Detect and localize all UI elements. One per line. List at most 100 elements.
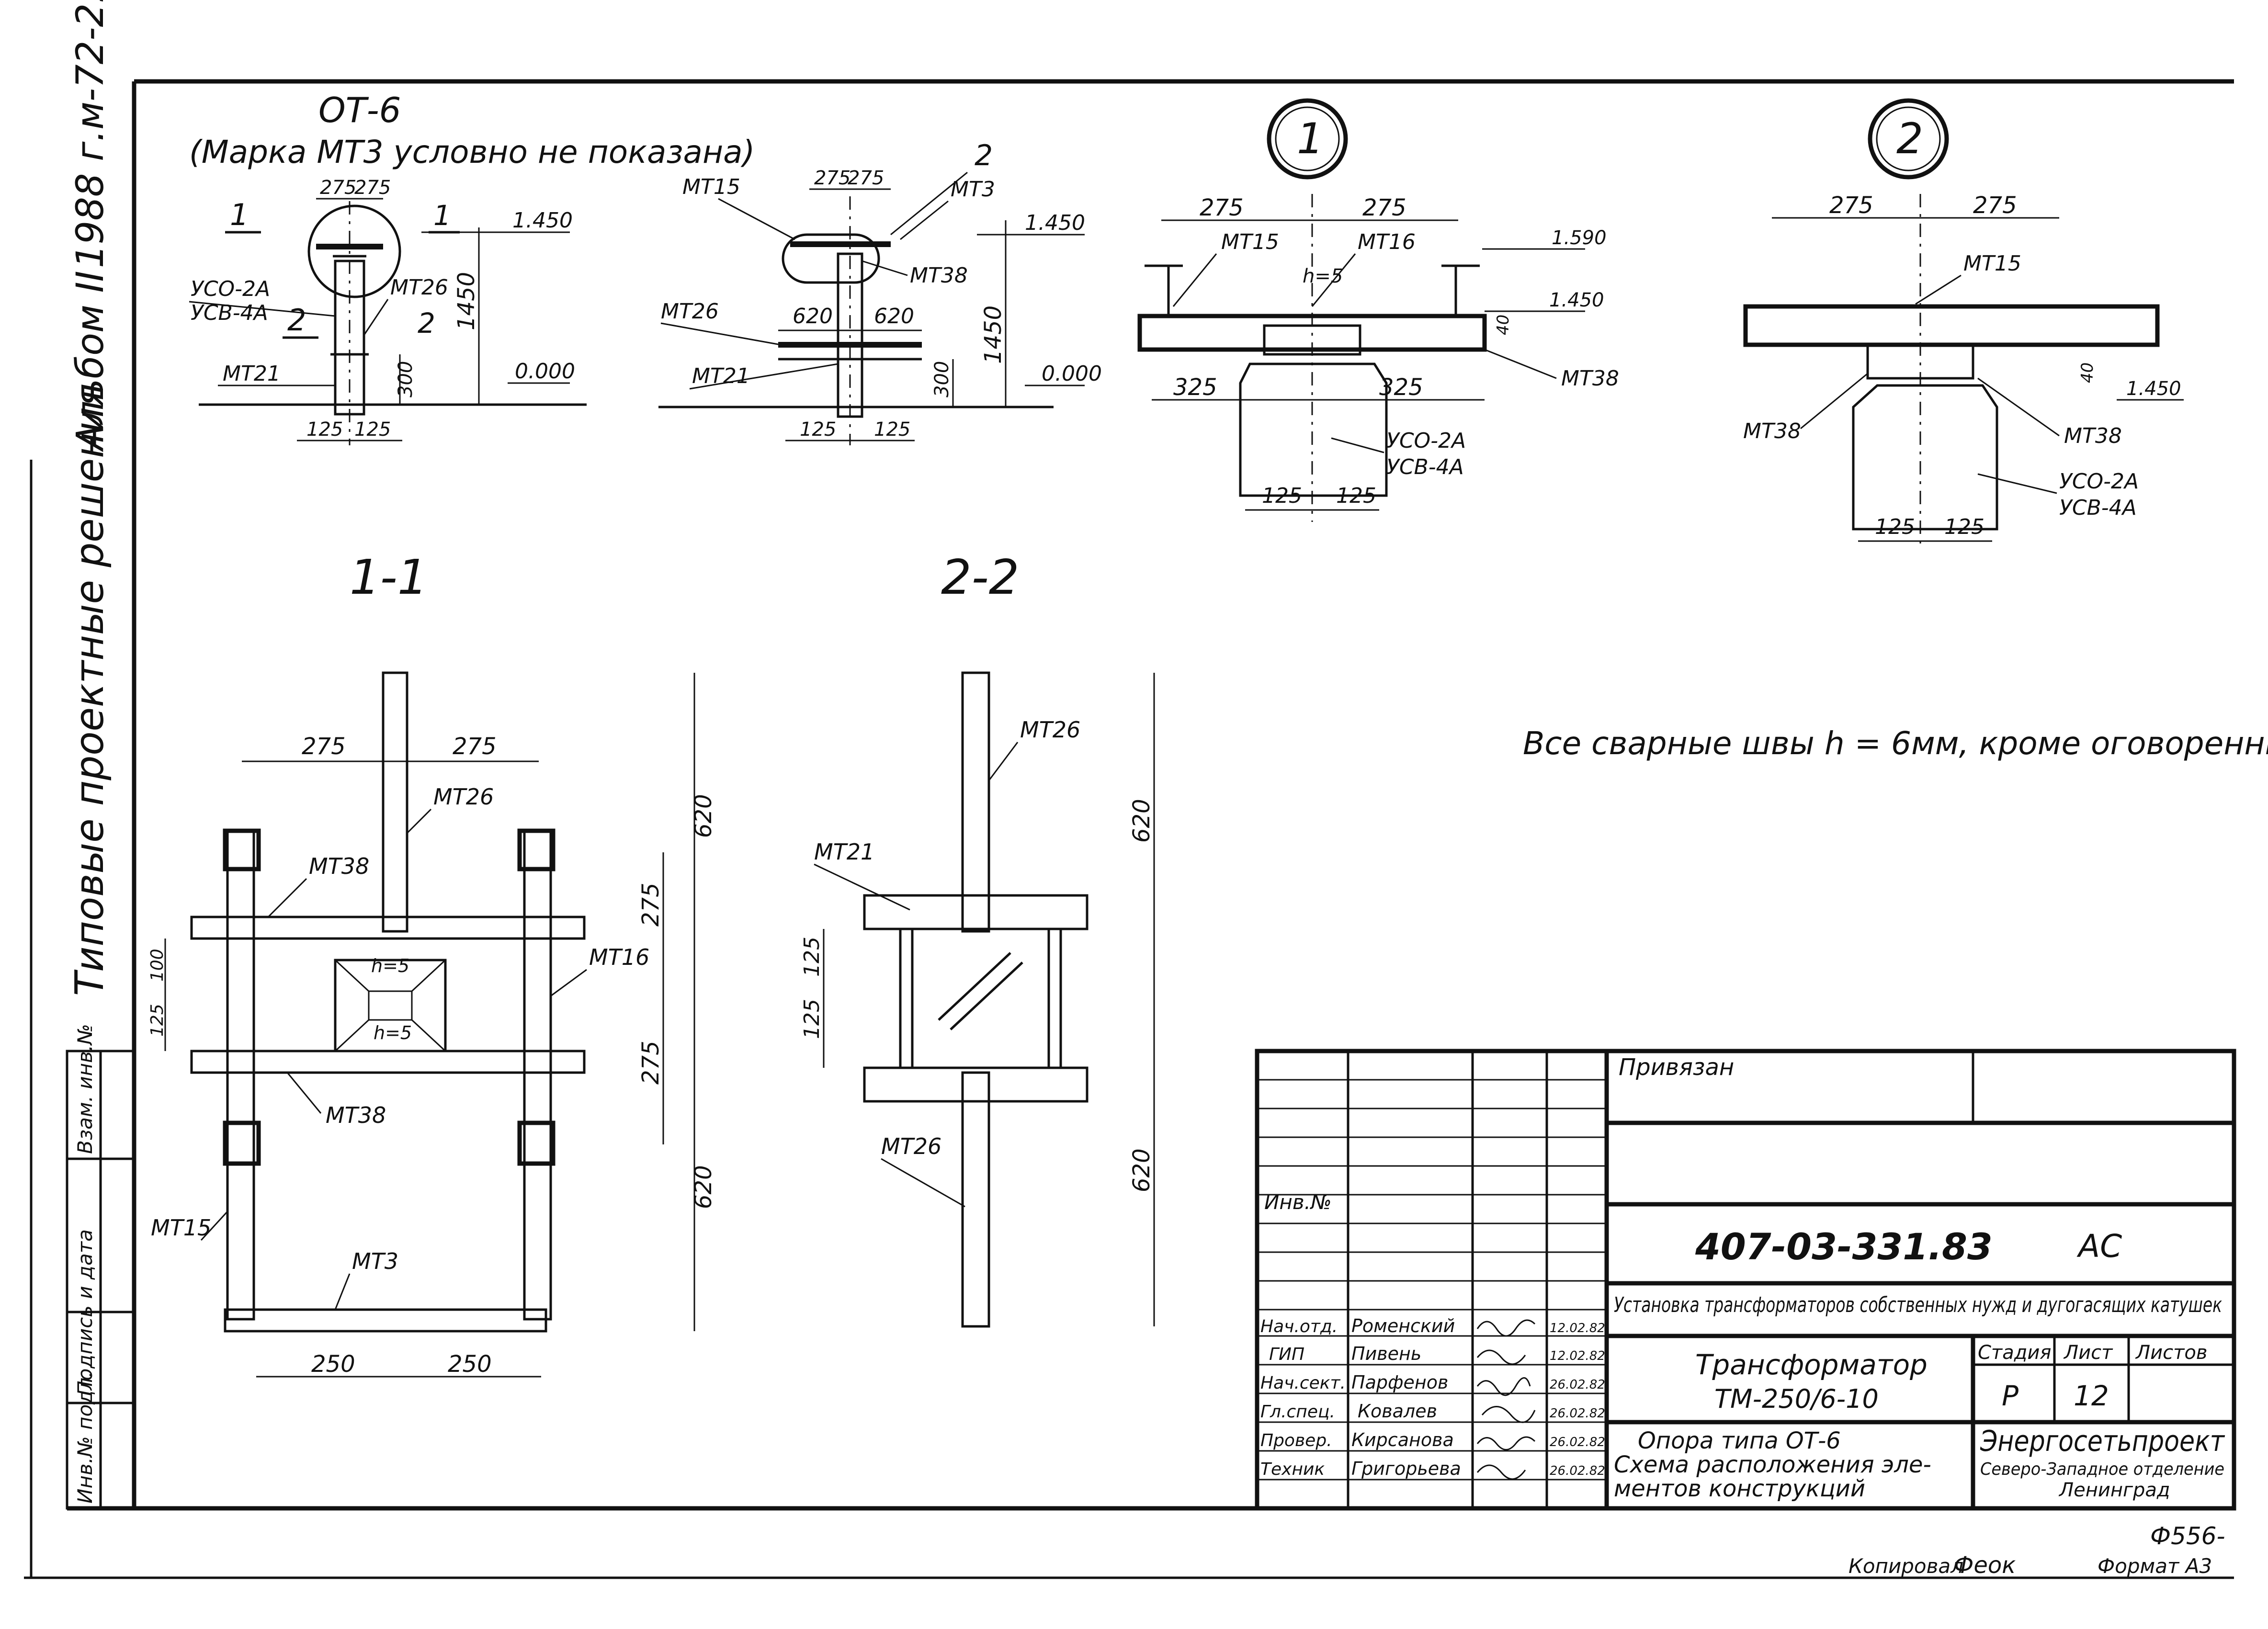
staff-name: Пивень <box>1351 1343 1421 1364</box>
stamp-replace-inv: Взам. инв.№ <box>73 1024 97 1154</box>
d2-number: 2 <box>1896 114 1923 163</box>
footer-copied: Копировал <box>1848 1554 1963 1578</box>
s22-dim-620b: 620 <box>1128 1148 1155 1192</box>
title-block: Привязан Инв.№ 407-03-331.83 АС Установк… <box>1255 1049 2236 1511</box>
tb-org-line3: Ленинград <box>2058 1479 2170 1501</box>
ot6-lbl-mt21: МТ21 <box>223 362 281 386</box>
d2-dim-125b: 125 <box>1944 515 1984 539</box>
d1-number: 1 <box>1297 114 1324 163</box>
d1-lbl-mt15: МТ15 <box>1221 230 1279 254</box>
staff-name: Григорьева <box>1351 1458 1461 1479</box>
vb-dim-620b: 620 <box>874 304 914 328</box>
ot6-dim-125b: 125 <box>354 419 391 441</box>
staff-name: Роменский <box>1351 1315 1455 1336</box>
d1-elev-1590: 1.590 <box>1552 227 1607 249</box>
left-stamp: Взам. инв.№ Подпись и дата Инв.№ подл. <box>66 1024 136 1510</box>
footer: Ф556- Копировал Феок Формат А3 <box>1848 1522 2225 1579</box>
s22-lbl-mt26a: МТ26 <box>1020 717 1080 743</box>
vb-elev-zero: 0.000 <box>1042 362 1102 386</box>
s22-dim-620a: 620 <box>1128 799 1155 843</box>
d2-lbl-mt38a: МТ38 <box>1743 419 1801 443</box>
ot6-dim-275a: 275 <box>320 177 356 199</box>
staff-name: Кирсанова <box>1351 1429 1454 1450</box>
s11-dim-620a: 620 <box>690 794 717 838</box>
weld-note: Все сварные швы h = 6мм, кроме оговоренн… <box>1523 725 2268 762</box>
tb-privyazan: Привязан <box>1619 1054 1734 1081</box>
tb-sheets-hdr: Листов <box>2135 1342 2207 1364</box>
ot6-sec1-right: 1 <box>433 199 451 232</box>
d2-dim-125a: 125 <box>1875 515 1915 539</box>
s11-dim-275a: 275 <box>302 733 346 760</box>
vb-lbl-mt38: МТ38 <box>910 263 968 288</box>
staff-role: Нач.сект. <box>1260 1373 1346 1393</box>
s11-dim-275b: 275 <box>453 733 497 760</box>
tb-drawing-line1: Опора типа ОТ-6 <box>1638 1427 1841 1454</box>
staff-name: Парфенов <box>1351 1372 1448 1393</box>
s11-lbl-mt15: МТ15 <box>151 1215 211 1241</box>
s11-lbl-mt26: МТ26 <box>433 784 494 810</box>
d2-lbl-uso: УСО-2А <box>2059 469 2139 494</box>
staff-date: 26.02.82 <box>1550 1464 1605 1478</box>
d1-lbl-mt16: МТ16 <box>1358 230 1416 254</box>
stamp-inv-orig: Инв.№ подл. <box>73 1371 97 1504</box>
staff-role: Гл.спец. <box>1260 1402 1335 1422</box>
staff-name: Ковалев <box>1358 1401 1437 1422</box>
vb-lbl-mt3: МТ3 <box>951 177 995 202</box>
detail-2: 2 275 275 125 125 МТ15 МТ38 МТ38 40 1.45… <box>1743 98 2184 546</box>
vb-dim-275a: 275 <box>814 167 850 189</box>
tb-drawing-line3: ментов конструкций <box>1614 1475 1865 1502</box>
staff-date: 26.02.82 <box>1550 1435 1605 1449</box>
vb-dim-125a: 125 <box>800 419 836 441</box>
staff-role: Нач.отд. <box>1260 1317 1338 1336</box>
d1-dim-275b: 275 <box>1362 194 1406 221</box>
tb-sheet: 12 <box>2074 1380 2109 1412</box>
ot6-sec2: 2 <box>287 303 306 338</box>
d2-dim-275b: 275 <box>1973 192 2017 219</box>
staff-role: Техник <box>1260 1459 1325 1479</box>
s11-lbl-mt3: МТ3 <box>352 1248 398 1274</box>
staff-date: 12.02.82 <box>1550 1321 1605 1335</box>
tb-org-line1: Энергосетьпроект <box>1980 1425 2225 1458</box>
ot6-lbl-usv: УСВ-4А <box>191 301 268 325</box>
vb-callout: 2 <box>975 139 993 172</box>
d1-dim-325a: 325 <box>1173 374 1217 401</box>
s11-lbl-mt38a: МТ38 <box>309 853 369 879</box>
ot6-dim-1450: 1450 <box>453 272 480 330</box>
s11-dim-100: 100 <box>147 949 167 982</box>
ot6-dim-125a: 125 <box>306 419 343 441</box>
ot6-sec2-right: 2 <box>418 307 435 339</box>
d1-dim-325b: 325 <box>1379 374 1423 401</box>
s11-lbl-mt38b: МТ38 <box>326 1102 386 1128</box>
vb-lbl-mt21: МТ21 <box>692 364 750 388</box>
s22-dim-125b: 125 <box>800 999 824 1039</box>
side-album: Альбом II <box>69 271 112 452</box>
footer-number: Ф556- <box>2150 1522 2225 1550</box>
d1-dim-125b: 125 <box>1336 484 1376 508</box>
d2-lbl-usv: УСВ-4А <box>2059 496 2137 520</box>
s11-dim-620b: 620 <box>690 1165 717 1209</box>
d1-lbl-usv: УСВ-4А <box>1386 455 1464 479</box>
tb-drawing-line2: Схема расположения эле- <box>1614 1451 1931 1478</box>
vb-lbl-mt15: МТ15 <box>682 175 740 199</box>
tb-org-line2: Северо-Западное отделение <box>1980 1459 2224 1479</box>
tb-object-line1: Трансформатор <box>1695 1348 1928 1381</box>
s22-dim-125a: 125 <box>800 937 824 977</box>
staff-role: ГИП <box>1269 1345 1304 1364</box>
s11-dim-275d: 275 <box>637 1041 664 1085</box>
tb-doc-mark: АС <box>2076 1228 2122 1265</box>
s11-weld-b: h=5 <box>374 1022 412 1043</box>
side-code: 1988 г.м-72-21 <box>69 0 112 268</box>
d1-dim-275a: 275 <box>1200 194 1244 221</box>
ot6-title: ОТ-6 <box>318 90 401 130</box>
ot6-sec1: 1 <box>230 197 249 232</box>
s11-lbl-mt16: МТ16 <box>589 944 649 970</box>
ot6-elev-zero: 0.000 <box>515 359 575 384</box>
s11-dim-275c: 275 <box>637 882 664 927</box>
s22-title: 2-2 <box>941 549 1019 605</box>
tb-inv: Инв.№ <box>1264 1190 1332 1214</box>
d1-dim-40: 40 <box>1494 315 1513 335</box>
d2-dim-275a: 275 <box>1829 192 1873 219</box>
detail-1: 1 275 275 325 325 125 125 h=5 МТ15 МТ16 … <box>1137 98 1619 522</box>
tb-doc-code: 407-03-331.83 <box>1695 1225 1993 1268</box>
